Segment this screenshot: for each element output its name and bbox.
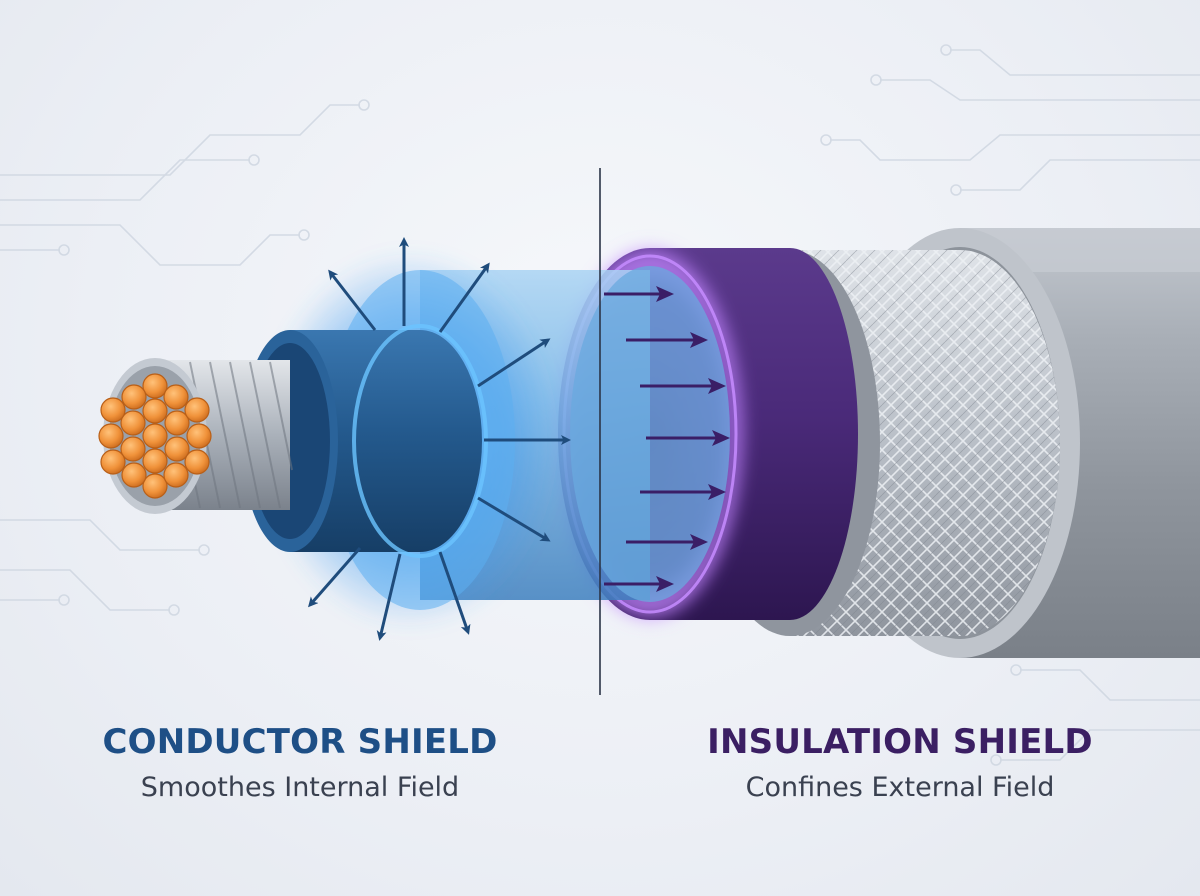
copper-core-strands: [98, 373, 212, 499]
field-arrow: [477, 496, 551, 542]
insulation-shield-title: INSULATION SHIELD: [707, 722, 1093, 762]
confined-field-arrows: [604, 286, 730, 592]
field-arrow: [477, 338, 551, 388]
field-arrow: [438, 262, 490, 333]
conductor-shield-title: CONDUCTOR SHIELD: [102, 722, 498, 762]
field-arrow: [308, 547, 362, 608]
conductor-shield-subtitle: Smoothes Internal Field: [140, 772, 460, 803]
field-arrow: [376, 553, 402, 641]
field-arrow: [438, 551, 471, 635]
radial-field-arrows: [308, 237, 571, 641]
circuit-trace-decoration: [0, 44, 1200, 766]
field-arrow: [328, 269, 377, 331]
insulation-shield-subtitle: Confines External Field: [745, 772, 1055, 803]
